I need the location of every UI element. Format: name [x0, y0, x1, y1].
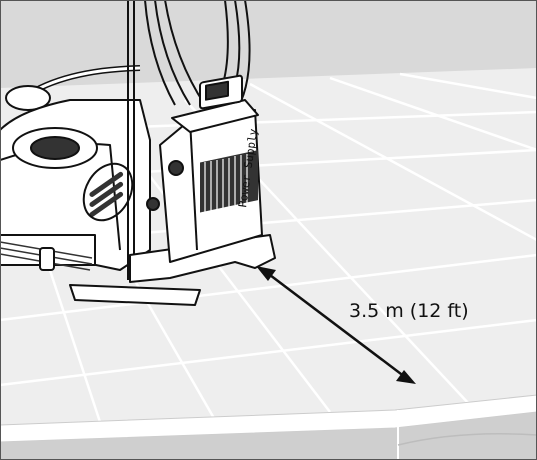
distance-arrow	[256, 266, 416, 384]
pool-cleaner-robot	[0, 65, 201, 306]
pool-edge	[0, 394, 537, 460]
power-supply-unit	[129, 74, 276, 283]
distance-label: 3.5 m (12 ft)	[349, 300, 469, 322]
